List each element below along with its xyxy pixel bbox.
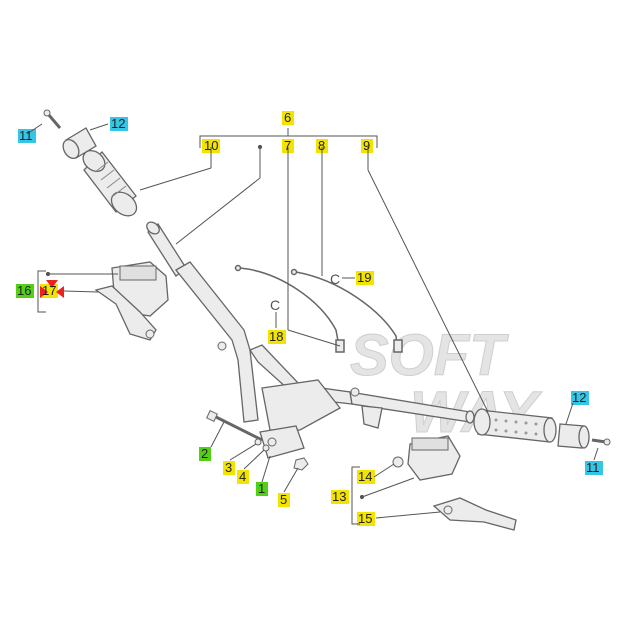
leader-lines xyxy=(26,123,599,519)
clip-19-symbol: C xyxy=(330,271,340,287)
highlight-6 xyxy=(282,111,294,125)
watermark-soft: SOFT xyxy=(350,323,509,388)
highlight-17-red-marker-top xyxy=(46,280,58,288)
label-4: 4 xyxy=(239,469,246,484)
label-19: 19 xyxy=(357,270,371,285)
reservoir-clip xyxy=(392,456,404,468)
highlight-12-left xyxy=(110,117,128,131)
highlight-12-right xyxy=(571,391,589,405)
highlight-17-red-marker-left xyxy=(40,286,48,298)
clamp-nut xyxy=(293,457,309,471)
highlight-15 xyxy=(357,512,375,526)
bracket-16 xyxy=(37,270,46,313)
label-6: 6 xyxy=(284,110,291,125)
highlight-18 xyxy=(268,330,286,344)
right-bar-end xyxy=(557,423,590,449)
label-7: 7 xyxy=(284,138,291,153)
highlight-7 xyxy=(282,139,294,153)
highlight-19 xyxy=(356,271,374,285)
highlight-1 xyxy=(256,482,268,496)
label-10: 10 xyxy=(204,138,218,153)
left-end-screw xyxy=(43,109,62,129)
label-18: 18 xyxy=(269,329,283,344)
highlight-10 xyxy=(202,139,220,153)
label-16: 16 xyxy=(17,283,31,298)
cable-8 xyxy=(290,268,403,353)
label-5: 5 xyxy=(280,492,287,507)
right-brake-lever xyxy=(432,497,517,531)
label-3: 3 xyxy=(225,460,232,475)
washer-3 xyxy=(254,438,262,446)
handlebar-clamp xyxy=(259,425,305,459)
washer-4 xyxy=(262,444,270,452)
parts: C C xyxy=(43,109,611,531)
highlight-11-right xyxy=(585,461,603,475)
label-11-right: 11 xyxy=(586,460,600,475)
highlight-13 xyxy=(331,490,349,504)
label-highlights xyxy=(16,111,603,526)
highlight-2 xyxy=(199,447,211,461)
bracket-13 xyxy=(351,466,360,525)
highlight-5 xyxy=(278,493,290,507)
label-17: 17 xyxy=(42,283,56,298)
label-12-left: 12 xyxy=(111,116,125,131)
highlight-16 xyxy=(16,284,34,298)
handlebar xyxy=(175,261,475,431)
highlight-11-left xyxy=(18,129,36,143)
label-13: 13 xyxy=(332,489,346,504)
highlight-3 xyxy=(223,461,235,475)
cable-7 xyxy=(234,264,345,353)
highlight-8 xyxy=(316,139,328,153)
clamp-bolt xyxy=(206,410,263,442)
right-grip xyxy=(473,408,557,443)
left-brake-lever xyxy=(94,285,157,341)
clip-18-symbol: C xyxy=(270,297,280,313)
highlight-9 xyxy=(361,139,373,153)
bracket-6 xyxy=(199,128,378,148)
highlight-4 xyxy=(237,470,249,484)
label-11-left: 11 xyxy=(19,128,33,143)
highlight-14 xyxy=(357,470,375,484)
right-end-screw xyxy=(591,438,611,446)
label-8: 8 xyxy=(318,138,325,153)
label-14: 14 xyxy=(358,469,372,484)
label-15: 15 xyxy=(358,511,372,526)
label-12-right: 12 xyxy=(572,390,586,405)
part-labels: 11 12 6 10 7 8 9 16 17 19 18 12 2 3 4 1 … xyxy=(17,110,600,526)
softway-watermark: SOFT WAY xyxy=(350,323,544,446)
label-2: 2 xyxy=(201,446,208,461)
label-9: 9 xyxy=(363,138,370,153)
label-1: 1 xyxy=(258,481,265,496)
right-master-cylinder xyxy=(407,435,461,481)
left-grip xyxy=(82,150,138,217)
highlight-17-red-marker-right xyxy=(56,286,64,298)
